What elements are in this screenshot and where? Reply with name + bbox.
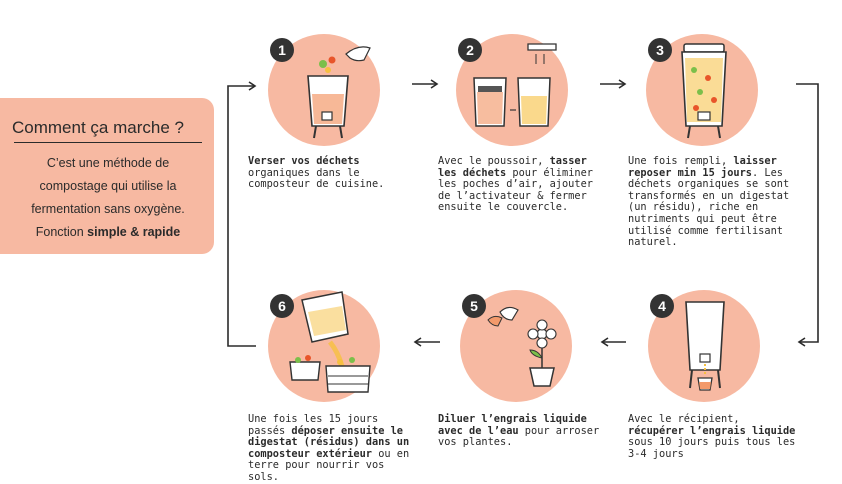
composter-tap-icon: [685, 301, 725, 391]
step-6-description: Une fois les 15 jours passés déposer ens…: [248, 413, 418, 484]
step-4-text-part: Avec le récipient,: [628, 413, 740, 425]
step-3-text-part: Une fois rempli,: [628, 155, 734, 167]
intro-underline: [14, 142, 202, 143]
intro-line-4-bold: simple & rapide: [87, 225, 181, 239]
step-1-badge: 1: [270, 38, 294, 62]
step-3-description: Une fois rempli, laisser reposer min 15 …: [628, 155, 798, 249]
step-6-text-part: ou en terre pour nourrir vos sols.: [248, 447, 410, 483]
intro-text: C’est une méthode de compostage qui util…: [10, 152, 206, 244]
step-2-text-part: Avec le poussoir,: [438, 155, 550, 167]
step-5-text-part: pour arroser vos plantes.: [438, 424, 600, 449]
step-4-description: Avec le récipient, récupérer l’engrais l…: [628, 413, 798, 460]
step-3-text-part: . Les déchets organiques se sont transfo…: [628, 166, 790, 249]
step-6-text-part: déposer ensuite le digestat (résidus) da…: [248, 424, 410, 460]
intro-line-1: C’est une méthode de: [46, 156, 170, 170]
intro-line-4: Fonction simple & rapide: [10, 221, 206, 244]
step-3-text-part: laisser reposer min 15 jours: [628, 155, 777, 179]
intro-line-3: fermentation sans oxygène.: [31, 202, 185, 216]
intro-box: Comment ça marche ? C’est une méthode de…: [0, 98, 214, 254]
composter-pour-icon: [307, 46, 371, 139]
intro-line-2: compostage qui utilise la: [39, 179, 177, 193]
composter-press-icon: [473, 43, 557, 127]
step-5-text-part: Diluer l’engrais liquide avec de l’eau: [438, 413, 587, 437]
step-1-description: Verser vos déchets organiques dans le co…: [248, 155, 418, 191]
step-2-badge: 2: [458, 38, 482, 62]
step-5-description: Diluer l’engrais liquide avec de l’eau p…: [438, 413, 608, 449]
step-1-text-part: Verser vos déchets: [248, 155, 360, 167]
step-2-text-part: pour éliminer les poches d’air, ajouter …: [438, 166, 593, 214]
step-2-description: Avec le poussoir, tasser les déchets pou…: [438, 155, 608, 214]
step-4-badge: 4: [650, 294, 674, 318]
step-4-text-part: sous 10 jours puis tous les 3-4 jours: [628, 436, 796, 460]
step-1-text-part: organiques dans le composteur de cuisine…: [248, 166, 385, 191]
flower-watering-icon: [487, 306, 557, 387]
step-6-text-part: Une fois les 15 jours passés: [248, 413, 379, 437]
step-4-text-part: récupérer l’engrais liquide: [628, 424, 796, 437]
intro-title: Comment ça marche ?: [12, 118, 184, 137]
step-5-badge: 5: [462, 294, 486, 318]
step-2-text-part: tasser les déchets: [438, 155, 587, 179]
intro-line-4-prefix: Fonction: [35, 225, 88, 239]
compost-dump-icon: [289, 291, 371, 393]
composter-full-icon: [681, 43, 727, 139]
step-3-badge: 3: [648, 38, 672, 62]
step-6-badge: 6: [270, 294, 294, 318]
